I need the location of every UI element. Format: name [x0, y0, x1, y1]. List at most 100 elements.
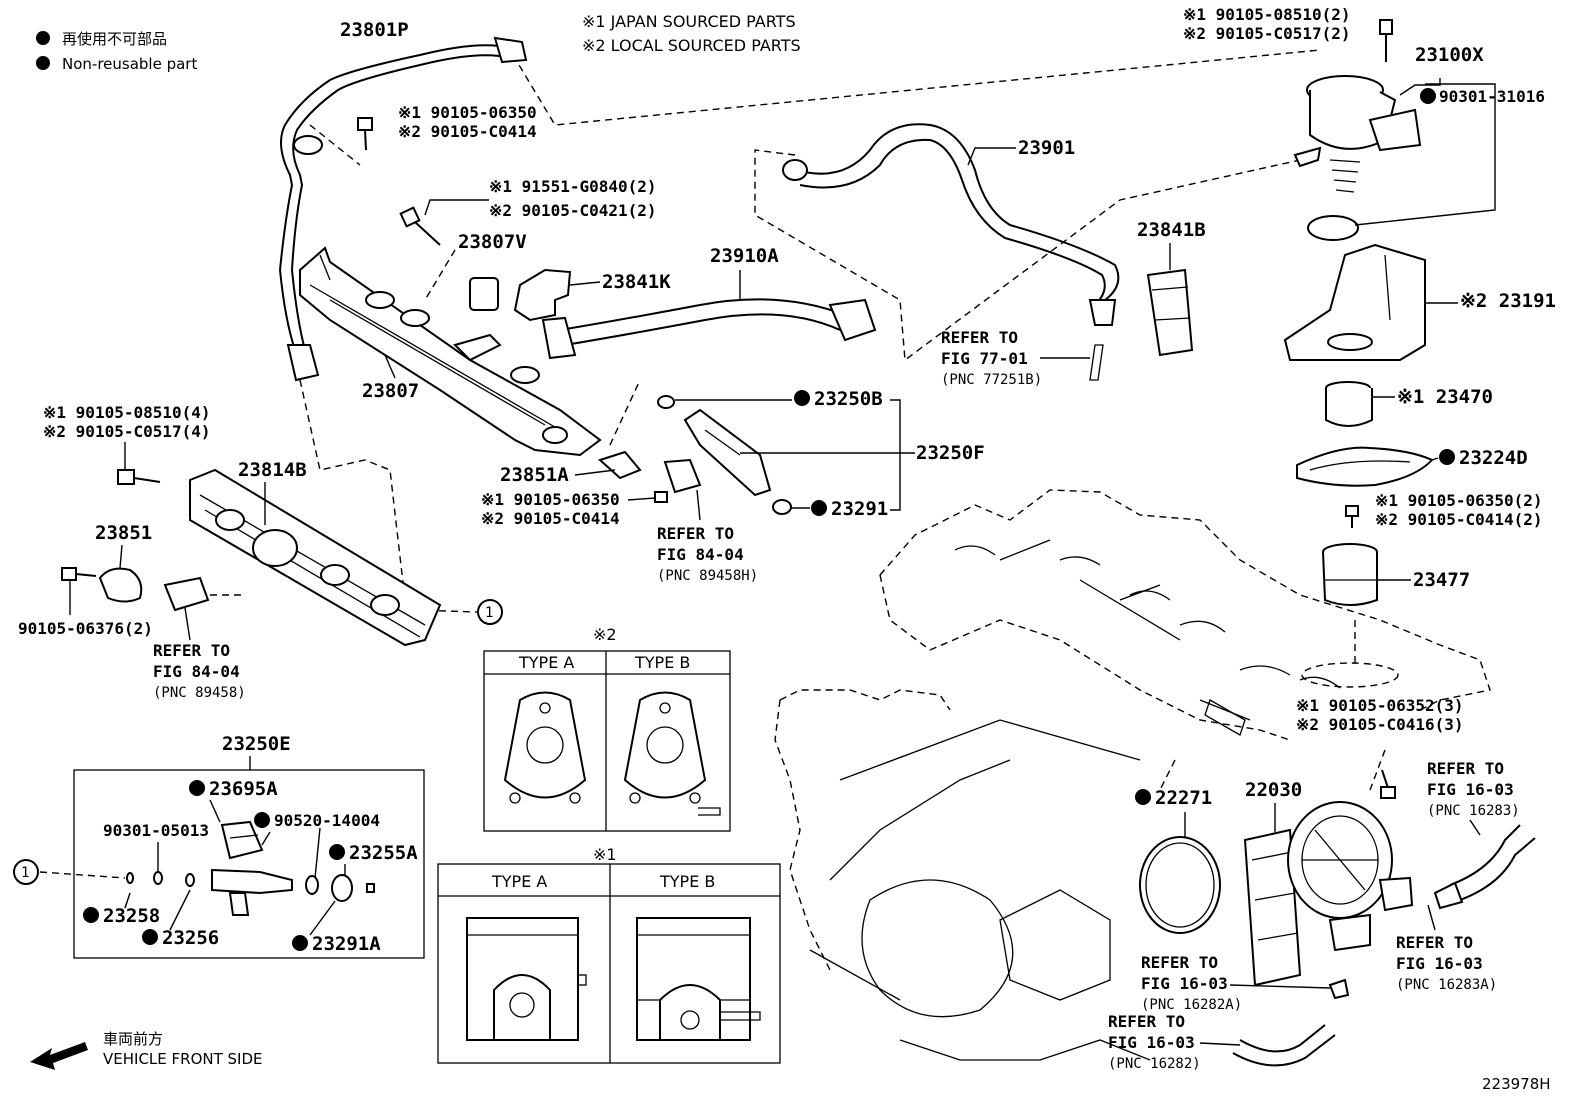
label-23814B: 23814B	[238, 459, 307, 481]
delivery-pipe-23807	[299, 246, 602, 457]
svg-text:REFER TO: REFER TO	[1427, 759, 1504, 778]
non-reusable-dot-icon	[142, 929, 158, 945]
non-reusable-dot-icon	[794, 390, 810, 406]
fuel-pump-23100X	[1293, 19, 1422, 241]
svg-text:(PNC 89458): (PNC 89458)	[153, 685, 246, 701]
label-bolt-31016: 90301-31016	[1439, 87, 1545, 106]
non-reusable-dot-icon	[329, 844, 345, 860]
label-bolt-08510-2: ※1 90105-08510(2)	[1183, 5, 1351, 24]
label-23470: ※1 23470	[1397, 386, 1493, 408]
label-23801P: 23801P	[340, 19, 409, 41]
label-23250B: 23250B	[814, 388, 883, 410]
label-bolt-0414-b: ※2 90105-C0414	[481, 509, 620, 528]
non-reusable-dot-icon	[83, 907, 99, 923]
svg-text:FIG 16-03: FIG 16-03	[1141, 974, 1228, 993]
non-reusable-dot-icon	[36, 56, 50, 70]
refer-84-04-h: REFER TO FIG 84-04 (PNC 89458H)	[657, 489, 758, 584]
non-reusable-dot-icon	[811, 500, 827, 516]
svg-text:(PNC 16282A): (PNC 16282A)	[1141, 997, 1242, 1013]
label-bolt-0416-3: ※2 90105-C0416(3)	[1296, 715, 1464, 734]
engine-block	[774, 489, 1491, 1061]
refer-16-03-16282A: REFER TO FIG 16-03 (PNC 16282A)	[1141, 953, 1331, 1013]
label-23807V: 23807V	[458, 231, 527, 253]
label-bolt-06350-2: ※1 90105-06350(2)	[1375, 491, 1543, 510]
vehicle-front-indicator: 車両前方 VEHICLE FRONT SIDE	[30, 1030, 263, 1070]
gasket-22271	[1139, 836, 1221, 934]
refer-16-03-16283: REFER TO FIG 16-03 (PNC 16283)	[1427, 759, 1520, 836]
front-jp-text: 車両前方	[103, 1030, 163, 1048]
injector-kit-23250E: 23250E 23695A 90520-14004 90301-05013 23…	[13, 733, 425, 959]
svg-text:FIG 16-03: FIG 16-03	[1396, 954, 1483, 973]
refer-77-01: REFER TO FIG 77-01 (PNC 77251B)	[941, 328, 1090, 388]
label-23291: 23291	[831, 498, 888, 520]
type1-mark: ※1	[593, 845, 617, 864]
assembly-leader-lines	[39, 49, 1386, 879]
sourcing-japan: ※1 JAPAN SOURCED PARTS	[582, 12, 796, 31]
label-bolt-0517-4: ※2 90105-C0517(4)	[43, 422, 211, 441]
label-23841B: 23841B	[1137, 219, 1206, 241]
svg-text:REFER TO: REFER TO	[153, 641, 230, 660]
label-bolt-06350-a: ※1 90105-06350	[398, 103, 537, 122]
label-23851A: 23851A	[500, 464, 569, 486]
non-reusable-dot-icon	[36, 31, 50, 45]
non-reusable-dot-icon	[1135, 789, 1151, 805]
legend-en-text: Non-reusable part	[62, 55, 197, 73]
label-22030: 22030	[1245, 779, 1302, 801]
front-en-text: VEHICLE FRONT SIDE	[103, 1050, 263, 1068]
label-bolt-0414-a: ※2 90105-C0414	[398, 122, 537, 141]
svg-text:FIG 84-04: FIG 84-04	[657, 545, 744, 564]
bolt-91551	[399, 206, 499, 311]
svg-text:REFER TO: REFER TO	[1396, 933, 1473, 952]
label-bolt-06350-b: ※1 90105-06350	[481, 490, 620, 509]
non-reusable-dot-icon	[1420, 88, 1436, 104]
refer-16-03-16282: REFER TO FIG 16-03 (PNC 16282)	[1108, 1012, 1241, 1072]
label-bolt-14004: 90520-14004	[274, 811, 380, 830]
injector-23250F	[598, 395, 792, 515]
circle-ref-1-top: 1	[477, 599, 503, 625]
svg-text:(PNC 89458H): (PNC 89458H)	[657, 568, 758, 584]
svg-text:(PNC 77251B): (PNC 77251B)	[941, 372, 1042, 388]
gasket-23224D	[1296, 446, 1434, 487]
lifter-23470	[1325, 381, 1373, 427]
label-23250E: 23250E	[222, 733, 291, 755]
label-bolt-05013: 90301-05013	[103, 821, 209, 840]
svg-text:(PNC 16283A): (PNC 16283A)	[1396, 977, 1497, 993]
svg-text:FIG 77-01: FIG 77-01	[941, 349, 1028, 368]
hose-23901	[782, 123, 1120, 326]
svg-text:REFER TO: REFER TO	[941, 328, 1018, 347]
label-bolt-06376: 90105-06376(2)	[18, 619, 153, 638]
label-bolt-0517-2: ※2 90105-C0517(2)	[1183, 24, 1351, 43]
o-ring-groove	[1301, 662, 1399, 688]
svg-text:(PNC 16283): (PNC 16283)	[1427, 803, 1520, 819]
part-labels: 23801P ※1 90105-06350 ※2 90105-C0414 ※1 …	[18, 5, 1556, 838]
sensor-23851	[61, 567, 210, 612]
label-bolt-08510-4: ※1 90105-08510(4)	[43, 403, 211, 422]
svg-text:(PNC 16282): (PNC 16282)	[1108, 1056, 1201, 1072]
svg-text:1: 1	[485, 605, 493, 621]
non-reusable-dot-icon	[254, 812, 270, 828]
water-hose-16282	[1232, 978, 1350, 1067]
label-23851: 23851	[95, 522, 152, 544]
fuel-pipe-23801P	[278, 36, 528, 382]
label-bolt-06352-3: ※1 90105-06352(3)	[1296, 696, 1464, 715]
label-23256: 23256	[162, 927, 219, 949]
label-23224D: 23224D	[1459, 447, 1528, 469]
label-23901: 23901	[1018, 137, 1075, 159]
throttle-body-22030	[1243, 801, 1414, 987]
svg-text:FIG 16-03: FIG 16-03	[1427, 780, 1514, 799]
non-reusable-dot-icon	[292, 935, 308, 951]
refer-notes: REFER TO FIG 77-01 (PNC 77251B) REFER TO…	[153, 328, 1520, 1072]
diagram-number: 223978H	[1482, 1075, 1551, 1093]
label-23841K: 23841K	[602, 271, 671, 293]
svg-text:REFER TO: REFER TO	[1141, 953, 1218, 972]
water-hose-16283	[1433, 824, 1536, 910]
bolt-06352-3	[1380, 769, 1396, 799]
bracket-23841K	[513, 268, 572, 322]
label-23910A: 23910A	[710, 245, 779, 267]
hose-23910A	[541, 298, 877, 360]
legend: 再使用不可部品 Non-reusable part	[36, 30, 197, 73]
type1-b-label: TYPE B	[659, 872, 715, 891]
housing-23477	[1322, 543, 1378, 606]
sourcing-local: ※2 LOCAL SOURCED PARTS	[582, 36, 801, 55]
